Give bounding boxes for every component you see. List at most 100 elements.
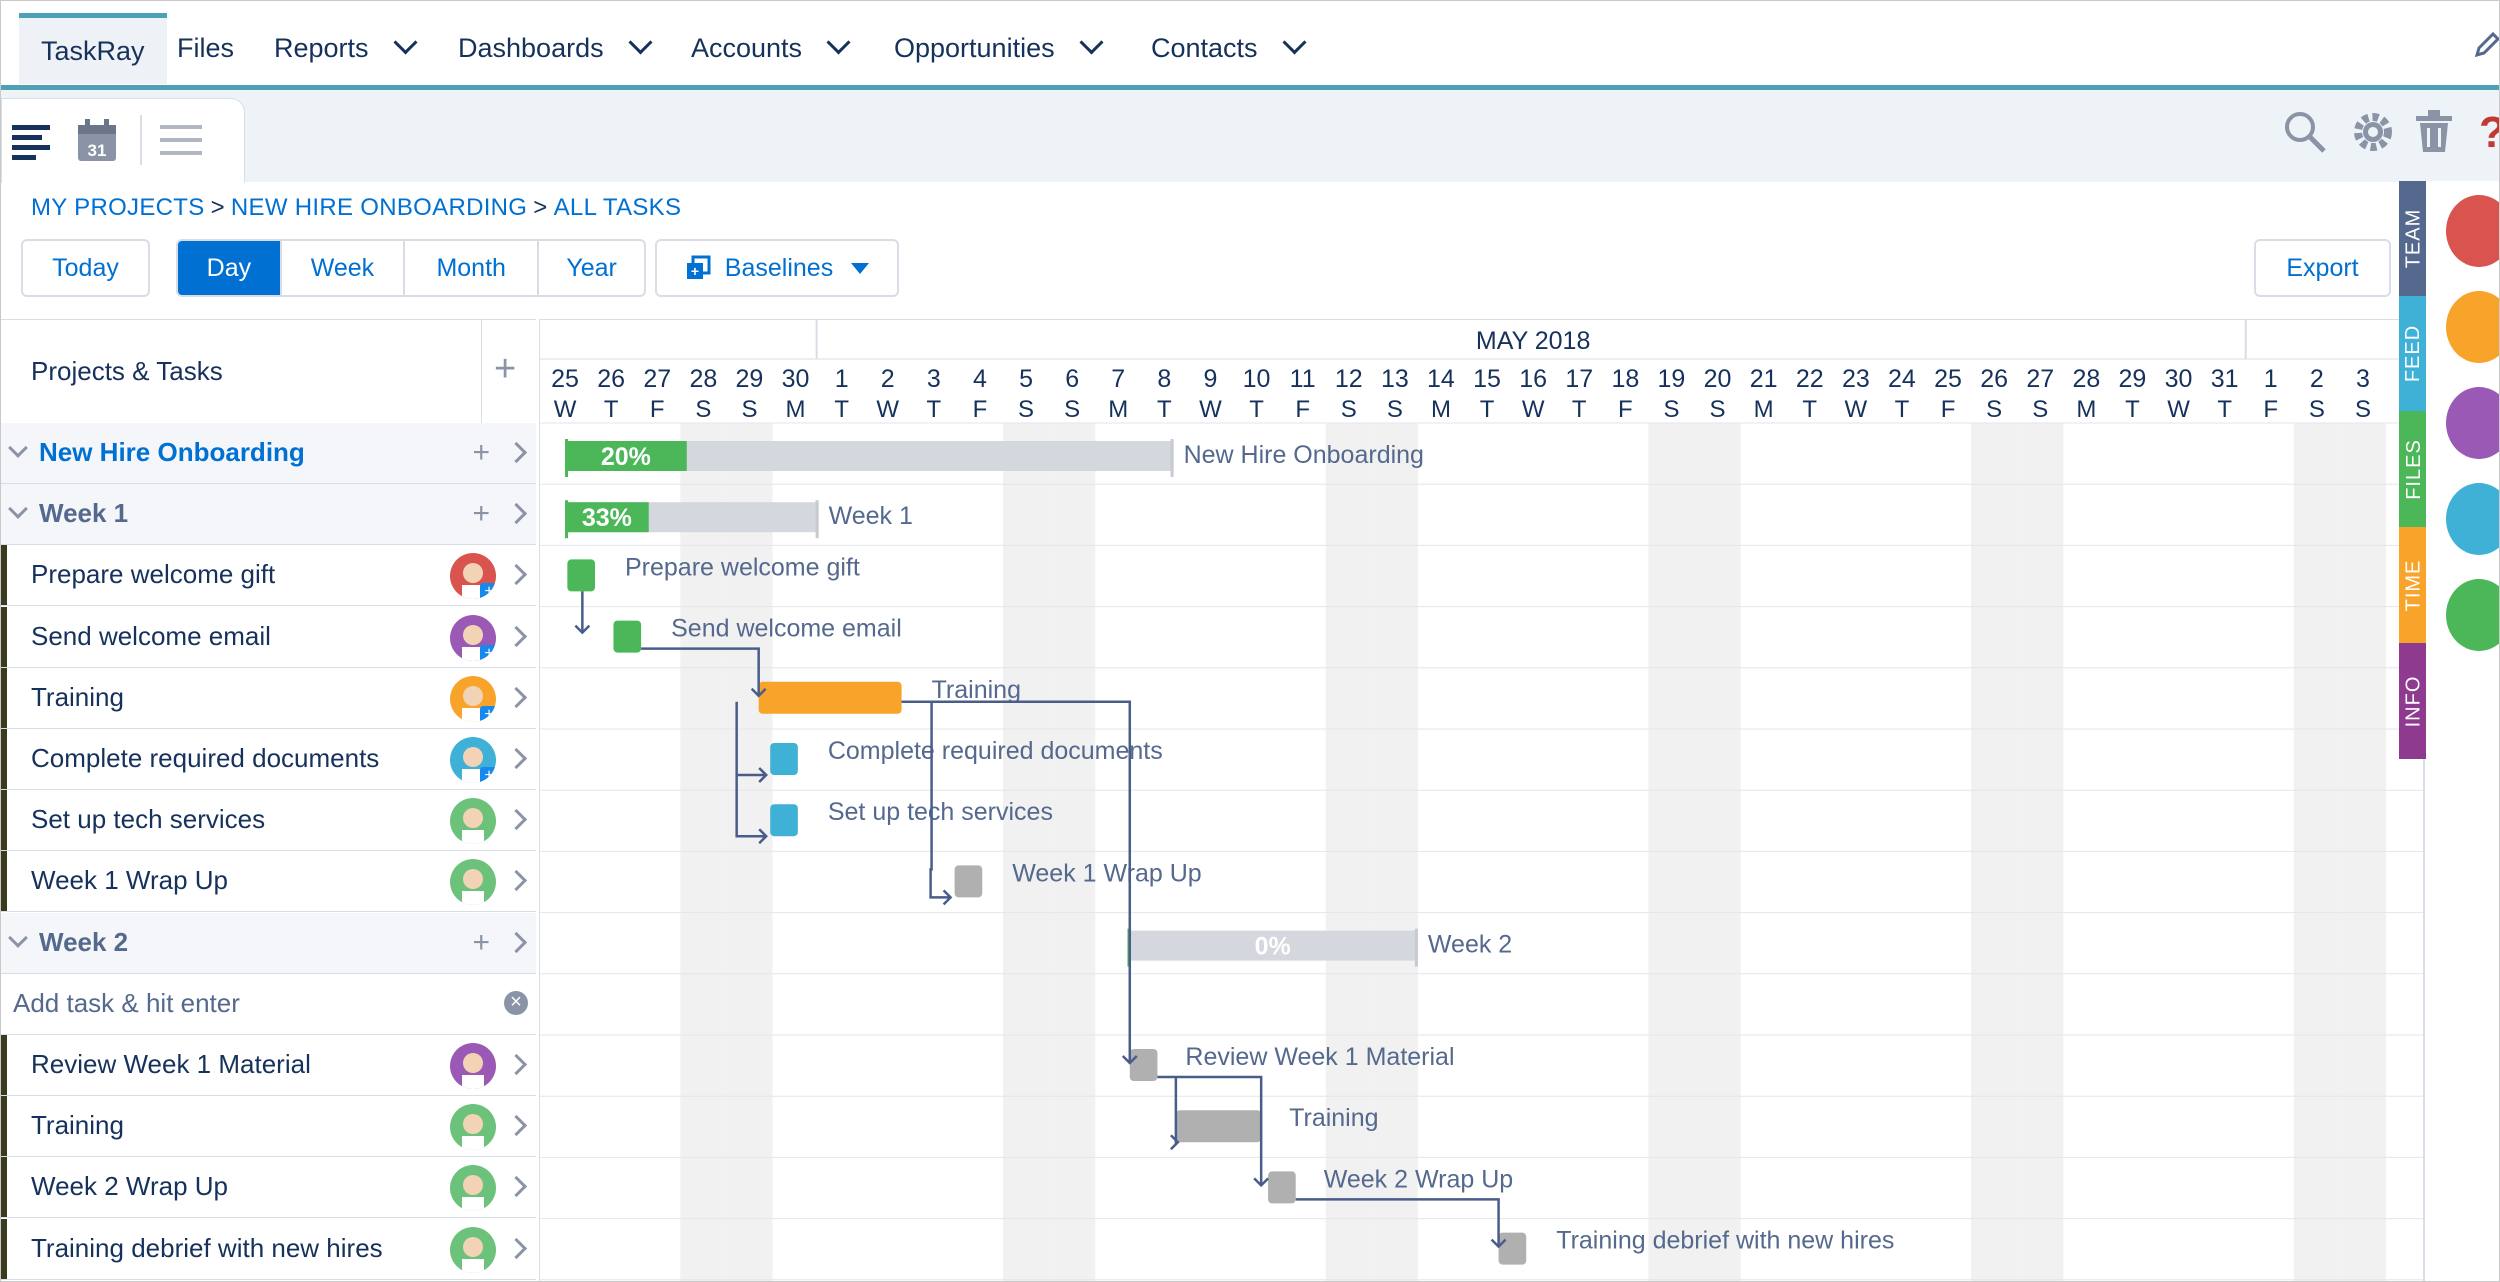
assignee-avatar[interactable] <box>450 1226 496 1273</box>
help-icon[interactable]: ? <box>2479 108 2499 158</box>
assignee-avatar[interactable]: + <box>450 553 496 600</box>
task-bar <box>567 559 596 592</box>
tab-reports[interactable]: Reports <box>274 15 418 81</box>
avatar[interactable] <box>2446 579 2499 651</box>
task-row[interactable]: Prepare welcome gift+ <box>1 545 536 607</box>
dependency-line <box>931 700 1132 1063</box>
gantt-view-icon[interactable] <box>10 121 54 161</box>
group-row[interactable]: Week 2+ <box>1 912 536 974</box>
open-details-chevron-icon[interactable] <box>505 931 528 953</box>
rail-tab-team[interactable]: TEAM <box>2399 181 2429 296</box>
group-row[interactable]: Week 1+ <box>1 484 536 546</box>
task-row[interactable]: Set up tech services <box>1 790 536 852</box>
tab-accounts[interactable]: Accounts <box>691 15 851 81</box>
breadcrumb-all-tasks[interactable]: ALL TASKS <box>553 194 682 221</box>
assignee-avatar[interactable] <box>450 1104 496 1151</box>
edit-pencil-icon[interactable] <box>2473 31 2500 59</box>
assignee-avatar[interactable]: + <box>450 675 496 722</box>
summary-cap <box>815 500 819 539</box>
day-number: 24 <box>1888 365 1916 393</box>
tab-taskray[interactable]: TaskRay <box>19 13 167 84</box>
today-button[interactable]: Today <box>21 239 150 297</box>
open-details-chevron-icon[interactable] <box>505 870 528 892</box>
weekend-column <box>1648 423 1695 1281</box>
task-row[interactable]: Training+ <box>1 667 536 729</box>
collapse-chevron-icon[interactable] <box>8 927 28 948</box>
tab-dashboards[interactable]: Dashboards <box>458 15 653 81</box>
rail-tab-time[interactable]: TIME <box>2399 527 2429 643</box>
open-details-chevron-icon[interactable] <box>505 441 528 464</box>
open-details-chevron-icon[interactable] <box>505 809 528 831</box>
avatar[interactable] <box>2446 387 2499 459</box>
open-details-chevron-icon[interactable] <box>505 1115 528 1137</box>
open-details-chevron-icon[interactable] <box>505 1237 528 1259</box>
tab-contacts[interactable]: Contacts <box>1151 15 1307 81</box>
day-number: 29 <box>2119 365 2147 393</box>
task-row[interactable]: Week 2 Wrap Up <box>1 1157 536 1219</box>
avatar[interactable] <box>2446 483 2499 555</box>
clear-icon[interactable]: × <box>504 990 528 1015</box>
tab-opportunities[interactable]: Opportunities <box>894 15 1104 81</box>
task-row[interactable]: Send welcome email+ <box>1 606 536 668</box>
assignee-avatar[interactable]: + <box>450 614 496 661</box>
search-icon[interactable] <box>2283 110 2327 154</box>
task-row[interactable]: Training debrief with new hires <box>1 1218 536 1280</box>
rail-tab-feed[interactable]: FEED <box>2399 296 2429 411</box>
rail-tab-info[interactable]: INFO <box>2399 643 2429 759</box>
group-row[interactable]: New Hire Onboarding+ <box>1 423 536 484</box>
assignee-avatar[interactable] <box>450 1165 496 1212</box>
task-row[interactable]: Week 1 Wrap Up <box>1 851 536 913</box>
trash-icon[interactable] <box>2414 108 2454 154</box>
add-assignee-icon[interactable]: + <box>480 583 496 600</box>
add-assignee-icon[interactable]: + <box>480 644 496 661</box>
task-row[interactable]: Complete required documents+ <box>1 729 536 790</box>
add-task-input[interactable]: Add task & hit enter× <box>1 974 536 1035</box>
open-details-chevron-icon[interactable] <box>505 747 528 770</box>
collapse-chevron-icon[interactable] <box>8 499 28 520</box>
row-name: Training debrief with new hires <box>31 1232 383 1263</box>
dependency-line <box>1295 1198 1500 1247</box>
add-task-button[interactable]: + <box>472 497 490 531</box>
collapse-chevron-icon[interactable] <box>8 438 28 458</box>
avatar[interactable] <box>2446 195 2499 267</box>
day-button[interactable]: Day <box>178 241 282 295</box>
breadcrumb-my-projects[interactable]: MY PROJECTS <box>31 194 205 221</box>
task-row[interactable]: Review Week 1 Material <box>1 1035 536 1096</box>
rail-tab-files[interactable]: FILES <box>2399 411 2429 527</box>
assignee-avatar[interactable] <box>450 859 496 906</box>
add-project-button[interactable]: + <box>481 320 537 424</box>
breadcrumb-project[interactable]: NEW HIRE ONBOARDING <box>230 194 528 221</box>
add-assignee-icon[interactable]: + <box>480 767 496 783</box>
export-button[interactable]: Export <box>2254 239 2391 297</box>
calendar-icon[interactable]: 31 <box>76 117 118 163</box>
task-row[interactable]: Training <box>1 1096 536 1158</box>
projects-tasks-panel: Projects & Tasks + New Hire Onboarding+W… <box>1 319 536 1281</box>
open-details-chevron-icon[interactable] <box>505 503 528 525</box>
open-details-chevron-icon[interactable] <box>505 1176 528 1198</box>
list-view-icon[interactable] <box>160 123 202 157</box>
assignee-avatar[interactable] <box>450 798 496 845</box>
open-details-chevron-icon[interactable] <box>505 686 528 708</box>
avatar[interactable] <box>2446 291 2499 363</box>
add-assignee-icon[interactable]: + <box>480 705 496 722</box>
year-button[interactable]: Year <box>566 253 617 282</box>
month-button[interactable]: Month <box>405 241 540 295</box>
open-details-chevron-icon[interactable] <box>505 625 528 647</box>
tab-files[interactable]: Files <box>177 15 234 81</box>
open-details-chevron-icon[interactable] <box>505 564 528 586</box>
add-task-button[interactable]: + <box>472 925 490 959</box>
week-button[interactable]: Week <box>282 241 406 295</box>
baselines-button[interactable]: + Baselines <box>655 239 899 297</box>
view-switcher: 31 <box>1 98 245 183</box>
open-details-chevron-icon[interactable] <box>505 1053 528 1076</box>
caret-down-icon <box>851 262 870 274</box>
row-name: Set up tech services <box>31 804 266 835</box>
assignee-avatar[interactable]: + <box>450 737 496 783</box>
row-name: Review Week 1 Material <box>31 1049 311 1079</box>
bar-label: Training <box>1289 1104 1378 1132</box>
bar-label: Week 1 <box>829 502 913 530</box>
gear-icon[interactable] <box>2351 110 2395 154</box>
panel-header: Projects & Tasks + <box>1 319 536 425</box>
add-task-button[interactable]: + <box>472 436 490 469</box>
assignee-avatar[interactable] <box>450 1043 496 1089</box>
